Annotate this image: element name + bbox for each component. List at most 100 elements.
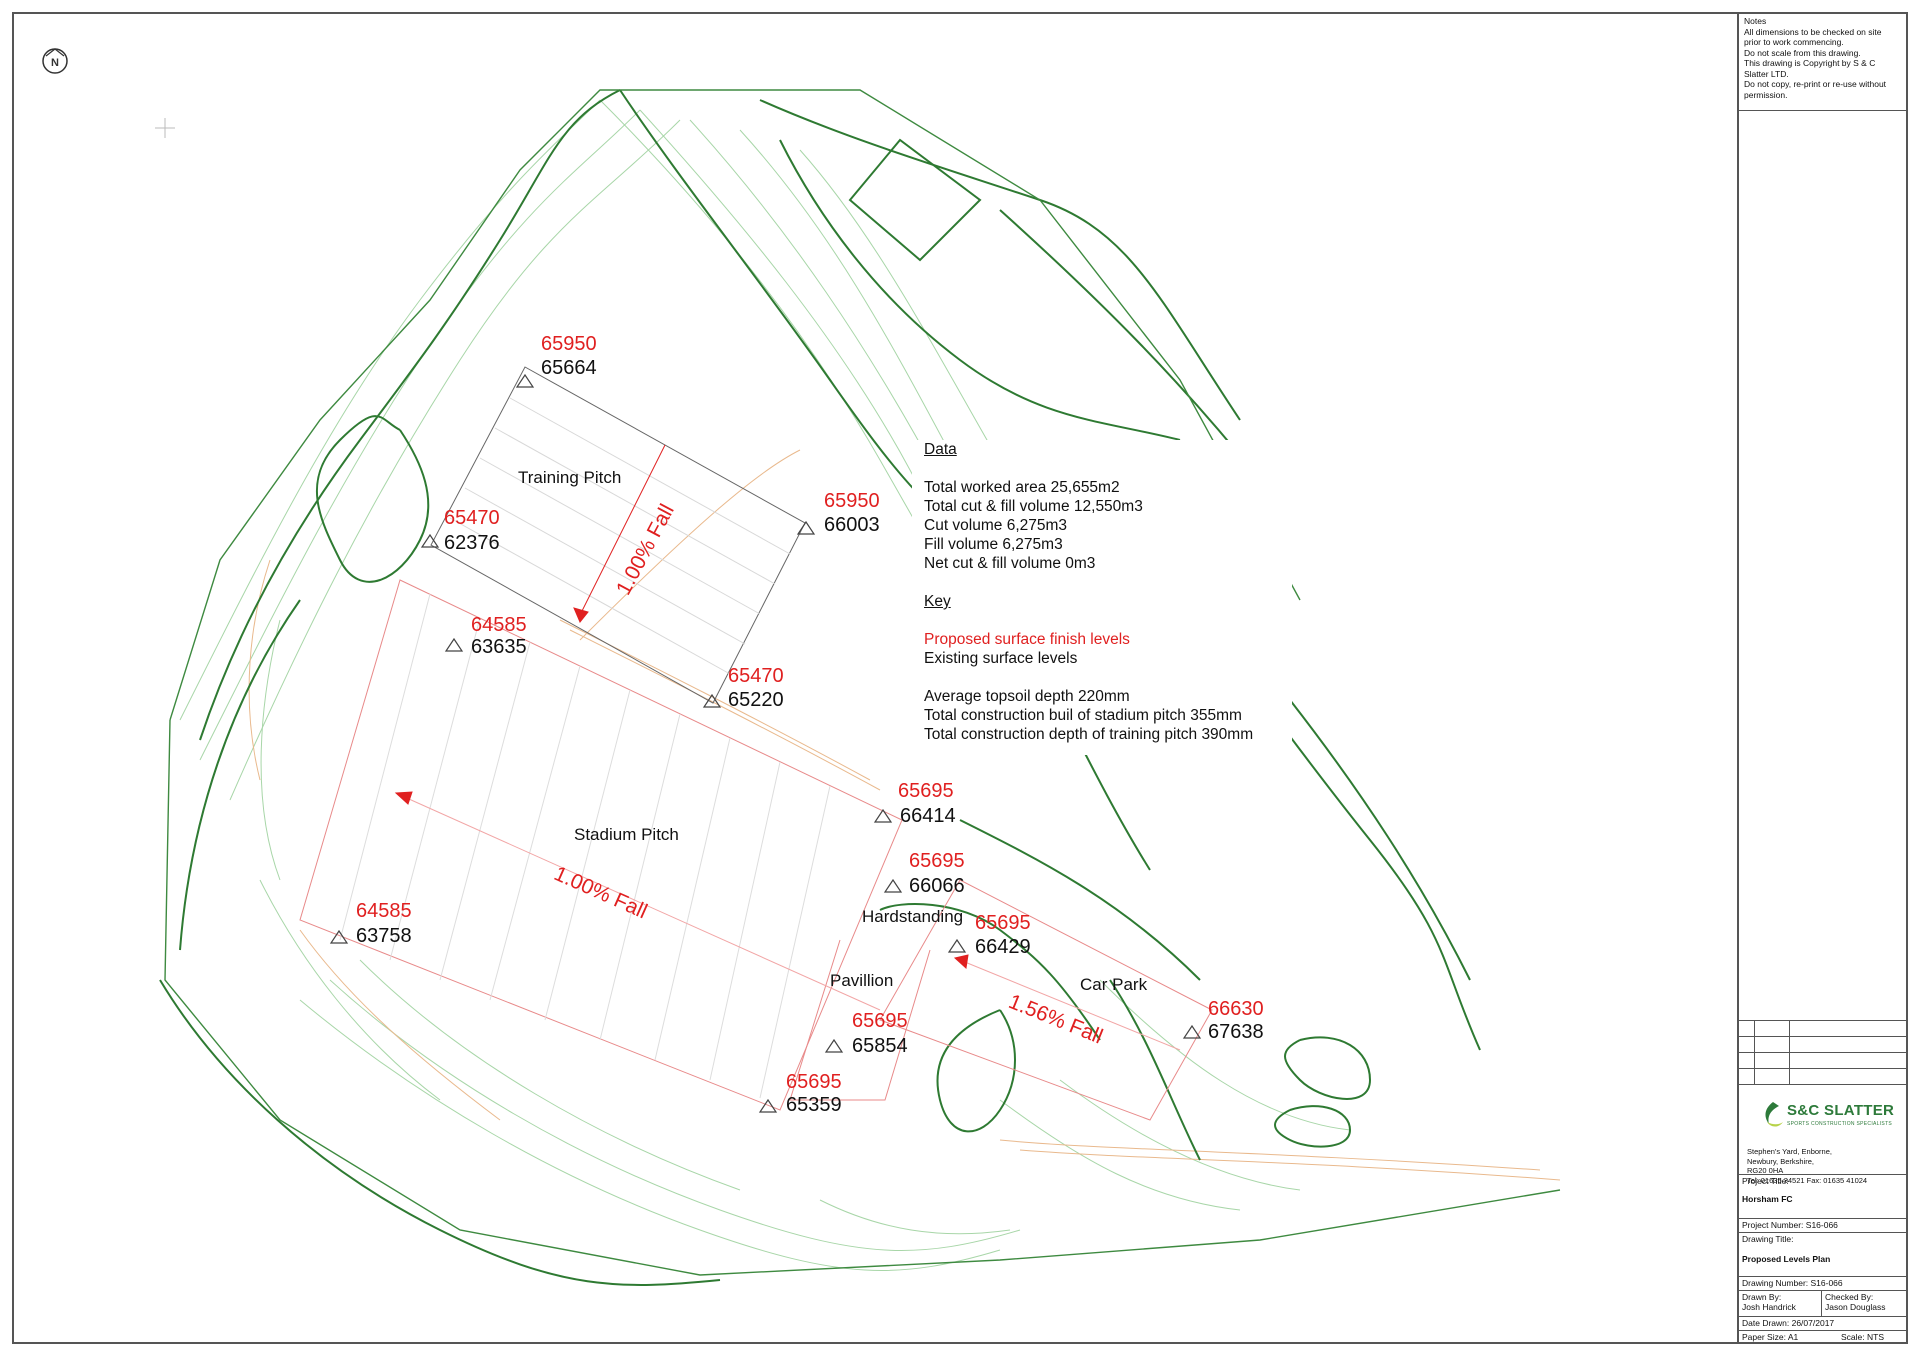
project-title-cell: Project Title: Horsham FC	[1739, 1174, 1906, 1204]
scale: Scale: NTS	[1841, 1332, 1884, 1342]
area-label-car-park: Car Park	[1080, 975, 1148, 994]
level-proposed: 64585	[471, 614, 527, 636]
level-existing: 62376	[444, 532, 500, 554]
drawing-title-label: Drawing Title:	[1742, 1234, 1794, 1244]
training-pitch-outline	[430, 366, 806, 704]
data-total-cut-fill: Total cut & fill volume 12,550m3	[924, 498, 1143, 515]
logo-swoosh-icon	[1765, 1102, 1783, 1127]
north-arrow-icon: N	[40, 46, 70, 76]
checked-by: Jason Douglass	[1825, 1302, 1886, 1312]
stadium-pitch-outline	[299, 579, 1213, 1121]
drawing-number-cell: Drawing Number: S16-066	[1739, 1276, 1906, 1290]
revision-grid-end	[1739, 1084, 1906, 1085]
area-label-pavillion: Pavillion	[830, 971, 894, 990]
notes-line: permission.	[1744, 89, 1788, 100]
level-proposed: 65695	[852, 1010, 908, 1032]
level-proposed: 65470	[728, 665, 784, 687]
project-number-cell: Project Number: S16-066	[1739, 1218, 1906, 1232]
fall-arrows	[394, 444, 1181, 1051]
revision-row	[1739, 1036, 1906, 1052]
data-stadium-depth: Total construction buil of stadium pitch…	[924, 707, 1242, 724]
notes-line: Do not copy, re-print or re-use without	[1744, 79, 1887, 89]
level-proposed: 65695	[898, 780, 954, 802]
drawing-number: Drawing Number: S16-066	[1742, 1278, 1843, 1288]
notes-line: prior to work commencing.	[1744, 37, 1844, 47]
key-existing-levels: Existing surface levels	[924, 650, 1078, 667]
level-existing: 65359	[786, 1094, 842, 1116]
level-existing: 65220	[728, 689, 784, 711]
level-proposed: 65695	[786, 1071, 842, 1093]
drawn-checked-divider	[1821, 1291, 1822, 1316]
data-total-worked-area: Total worked area 25,655m2	[924, 479, 1120, 496]
paper-scale-cell: Paper Size: A1 Scale: NTS	[1739, 1330, 1906, 1342]
data-avg-topsoil: Average topsoil depth 220mm	[924, 688, 1130, 705]
address-line: Newbury, Berkshire,	[1747, 1156, 1814, 1166]
revision-row	[1739, 1020, 1906, 1036]
notes-line: This drawing is Copyright by S & C	[1744, 58, 1876, 68]
date-drawn-cell: Date Drawn: 26/07/2017	[1739, 1316, 1906, 1330]
project-title-label: Project Title:	[1742, 1176, 1789, 1186]
level-existing: 63758	[356, 925, 412, 947]
level-proposed: 65695	[975, 912, 1031, 934]
notes-line: Slatter LTD.	[1744, 68, 1789, 79]
notes-line: Do not scale from this drawing.	[1744, 47, 1861, 58]
level-existing: 66429	[975, 936, 1031, 958]
site-boundary	[164, 89, 1561, 1276]
drawing-title-cell: Drawing Title: Proposed Levels Plan	[1739, 1232, 1906, 1266]
date-drawn: Date Drawn: 26/07/2017	[1742, 1318, 1835, 1328]
address-line: Stephen's Yard, Enborne,	[1747, 1147, 1832, 1156]
stadium-pitch-hatch	[339, 593, 831, 1099]
level-existing: 67638	[1208, 1021, 1264, 1043]
address-line: RG20 0HA	[1747, 1166, 1784, 1175]
revision-row	[1739, 1068, 1906, 1084]
key-heading: Key	[924, 593, 951, 610]
key-proposed-levels: Proposed surface finish levels	[924, 631, 1130, 648]
orange-contours	[248, 449, 1561, 1181]
notes-line: All dimensions to be checked on site	[1744, 26, 1882, 37]
level-proposed: 64585	[356, 900, 412, 922]
company-address: Stephen's Yard, Enborne, Newbury, Berksh…	[1747, 1147, 1905, 1185]
area-label-stadium-pitch: Stadium Pitch	[574, 825, 679, 844]
notes: Notes All dimensions to be checked on si…	[1744, 16, 1904, 100]
project-number: Project Number: S16-066	[1742, 1220, 1838, 1230]
company-tagline: SPORTS CONSTRUCTION SPECIALISTS	[1787, 1121, 1893, 1127]
checked-by-label: Checked By:	[1825, 1292, 1874, 1302]
level-existing: 65664	[541, 357, 597, 379]
level-proposed: 65950	[824, 490, 880, 512]
level-proposed: 65950	[541, 333, 597, 355]
level-existing: 66066	[909, 875, 965, 897]
company-logo: S&C SLATTER SPORTS CONSTRUCTION SPECIALI…	[1761, 1096, 1901, 1136]
address-line: Tel: 01635 34521 Fax: 01635 41024	[1747, 1175, 1868, 1185]
data-training-depth: Total construction depth of training pit…	[924, 726, 1254, 743]
level-proposed: 65470	[444, 507, 500, 529]
title-block: Notes All dimensions to be checked on si…	[1737, 14, 1906, 1342]
level-existing: 65854	[852, 1035, 908, 1057]
level-existing: 66003	[824, 514, 880, 536]
data-cut-volume: Cut volume 6,275m3	[924, 517, 1068, 534]
revision-row	[1739, 1052, 1906, 1068]
level-existing: 63635	[471, 636, 527, 658]
drawing-title: Proposed Levels Plan	[1742, 1254, 1831, 1264]
data-fill-volume: Fill volume 6,275m3	[924, 536, 1063, 553]
drawn-by: Josh Handrick	[1742, 1302, 1796, 1312]
area-label-training-pitch: Training Pitch	[518, 468, 622, 487]
data-heading: Data	[924, 441, 957, 458]
level-existing: 66414	[900, 805, 956, 827]
data-key-panel: Data Total worked area 25,655m2 Total cu…	[912, 440, 1292, 755]
level-proposed: 66630	[1208, 998, 1264, 1020]
north-label: N	[51, 57, 59, 69]
level-proposed: 65695	[909, 850, 965, 872]
drawing-sheet	[12, 12, 1908, 1344]
company-name: S&C SLATTER	[1787, 1102, 1895, 1119]
notes-title: Notes	[1744, 16, 1767, 26]
notes-divider	[1739, 110, 1906, 113]
data-net-cut-fill: Net cut & fill volume 0m3	[924, 555, 1096, 572]
drawn-checked-cell: Drawn By: Josh Handrick Checked By: Jaso…	[1739, 1290, 1906, 1316]
project-title: Horsham FC	[1742, 1194, 1793, 1204]
drawn-by-label: Drawn By:	[1742, 1292, 1782, 1302]
paper-size: Paper Size: A1	[1742, 1332, 1799, 1342]
area-label-hardstanding: Hardstanding	[862, 907, 964, 926]
pitch-lines	[430, 366, 806, 704]
level-markers	[329, 373, 1202, 1113]
crosshair	[155, 118, 175, 138]
